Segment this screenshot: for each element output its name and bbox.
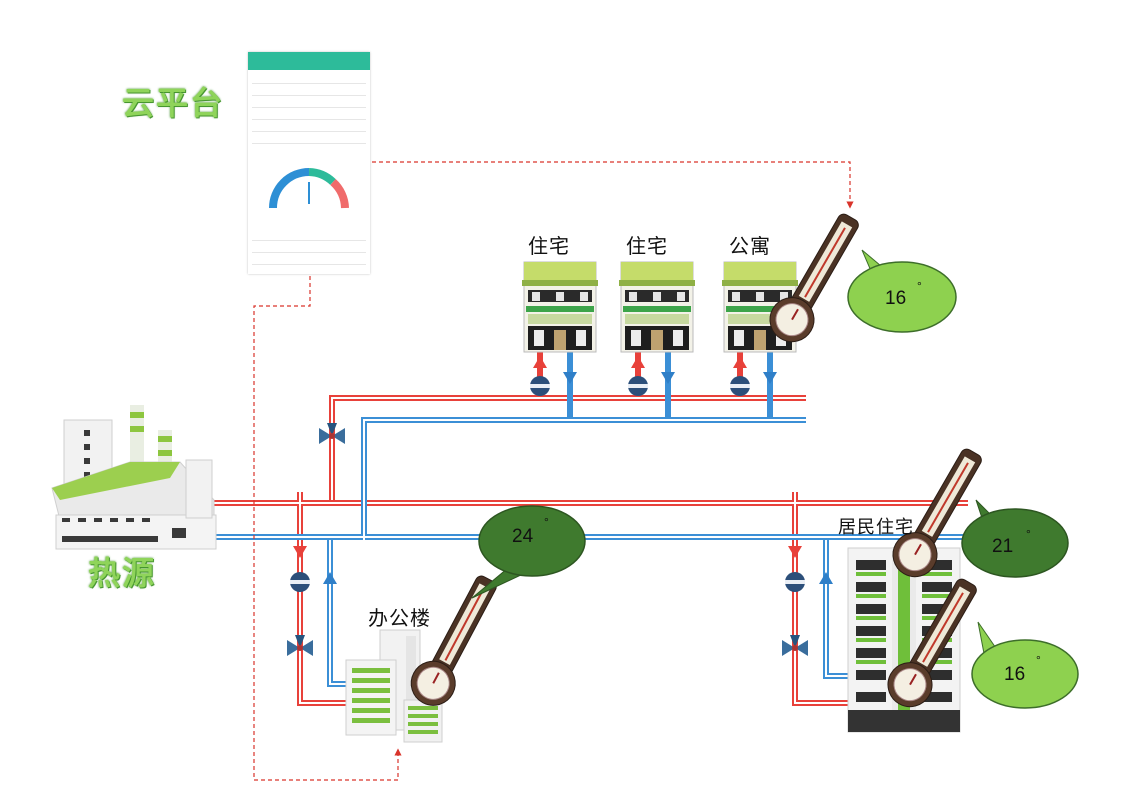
temp-value-apartment: 16 bbox=[885, 288, 906, 309]
factory-icon bbox=[51, 405, 217, 550]
cloud-platform-title: 云平台 bbox=[122, 84, 225, 122]
flow-arrows bbox=[293, 356, 833, 584]
label-apartment: 公寓 bbox=[729, 234, 771, 258]
label-residential-housing: 居民住宅 bbox=[838, 517, 914, 538]
phone-app-icon bbox=[248, 52, 370, 274]
building-icon bbox=[521, 261, 599, 353]
temp-bubble-housing-lower bbox=[971, 621, 1079, 709]
app-header bbox=[248, 52, 370, 70]
label-residence-1: 住宅 bbox=[528, 234, 570, 258]
signal-lines bbox=[253, 161, 854, 781]
app-table bbox=[252, 72, 366, 144]
label-office: 办公楼 bbox=[368, 606, 431, 630]
temp-bubble-office bbox=[471, 505, 586, 599]
temp-value-housing-lower: 16 bbox=[1004, 664, 1025, 685]
temp-value-office: 24 bbox=[512, 526, 534, 547]
temp-value-housing-upper: 21 bbox=[992, 536, 1013, 557]
app-table-lower bbox=[252, 229, 366, 265]
heat-source-title: 热源 bbox=[88, 554, 157, 592]
degree-symbol: ° bbox=[1026, 527, 1031, 541]
building-icon bbox=[618, 261, 696, 353]
degree-symbol: ° bbox=[544, 515, 549, 529]
temp-bubble-apartment bbox=[847, 249, 957, 333]
degree-symbol: ° bbox=[917, 279, 922, 293]
degree-symbol: ° bbox=[1036, 653, 1041, 667]
gauge-icon bbox=[269, 168, 349, 209]
supply-pipes-inner bbox=[214, 397, 968, 704]
temp-bubble-housing-upper bbox=[961, 499, 1069, 578]
label-residence-2: 住宅 bbox=[626, 234, 668, 258]
